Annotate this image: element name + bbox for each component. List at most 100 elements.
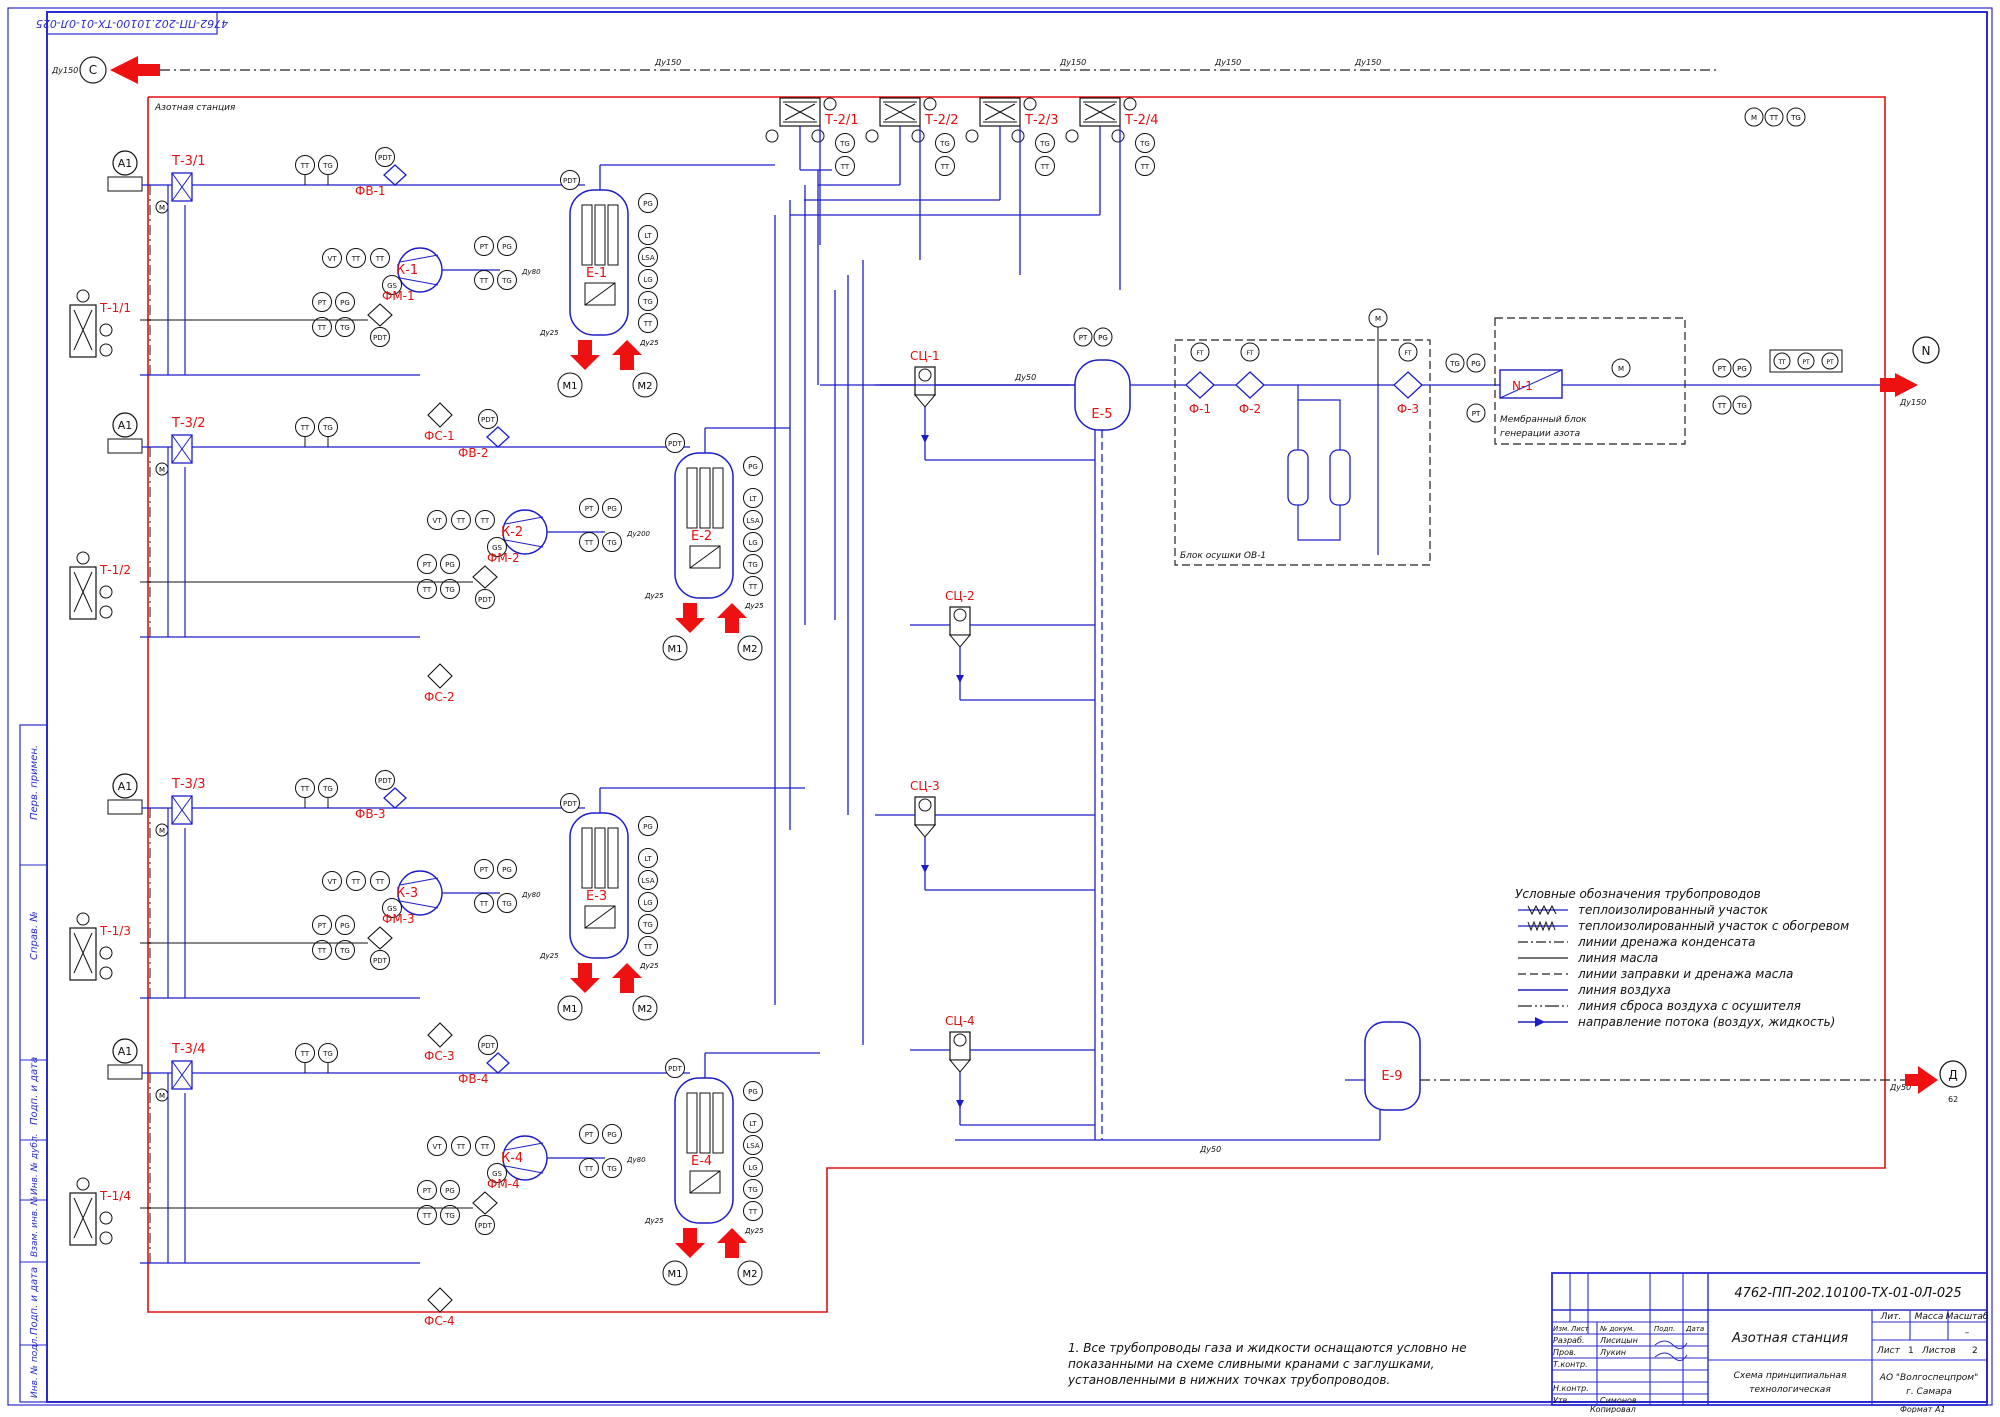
adsorber-a[interactable]: [1287, 449, 1309, 506]
pg-instrument: PG: [638, 193, 658, 213]
filter-fs-4[interactable]: [427, 1287, 453, 1313]
filter-fv-1[interactable]: [383, 164, 407, 186]
filter-fv-2[interactable]: [486, 426, 510, 448]
cooler-3-t3[interactable]: [171, 795, 193, 825]
air-cooler-t2-1[interactable]: [779, 97, 821, 127]
filter-f1[interactable]: Ф-1: [1185, 371, 1215, 416]
membrane-block-label-2: генерации азота: [1500, 429, 1580, 439]
filter-fv-label-3: ФВ-3: [355, 807, 386, 821]
stream-m2-circle[interactable]: М2: [632, 995, 658, 1021]
membrane-block-label-1: Мембранный блок: [1500, 415, 1587, 425]
svg-text:LSA: LSA: [641, 254, 654, 262]
tt-instrument: TT: [346, 248, 366, 268]
oil-cooler-t1-3[interactable]: [69, 927, 97, 981]
tt-instrument: TT: [370, 871, 390, 891]
stream-a1-circle[interactable]: А1: [112, 773, 138, 799]
n-outlet-arrow: [1895, 373, 1918, 397]
oil-filter-fm-3[interactable]: [367, 926, 393, 950]
tt-instrument: TT: [638, 313, 658, 333]
stream-m2-circle[interactable]: М2: [737, 1260, 763, 1286]
svg-text:M: M: [159, 827, 165, 835]
qt-label: M: [1751, 114, 1757, 122]
filter-fs-1[interactable]: [427, 402, 453, 428]
air-cooler-label-4: Т-2/4: [1124, 113, 1159, 128]
svg-text:PG: PG: [748, 463, 758, 471]
pg-label: PG: [1471, 360, 1481, 368]
svg-text:TG: TG: [747, 561, 758, 569]
stream-m2-circle[interactable]: М2: [632, 372, 658, 398]
svg-text:Ду25: Ду25: [639, 962, 659, 970]
svg-text:TG: TG: [322, 1050, 333, 1058]
separator-label-2: СЦ-2: [945, 589, 975, 603]
svg-text:PG: PG: [502, 866, 512, 874]
filter-f1-label: Ф-1: [1189, 402, 1211, 416]
filter-fs-label-1: ФС-1: [424, 429, 455, 443]
filter-f3[interactable]: Ф-3: [1393, 371, 1423, 416]
svg-text:PT: PT: [423, 561, 432, 569]
separator-1[interactable]: [913, 366, 937, 408]
side-stamp-dup-inv: Инв. № дубл.: [30, 1133, 40, 1195]
vessel-e-4[interactable]: [674, 1077, 734, 1224]
cooler-2-t3[interactable]: [171, 434, 193, 464]
membrane-n1[interactable]: N-1: [1499, 369, 1563, 399]
air-cooler-t2-2[interactable]: [879, 97, 921, 127]
cooler-1-t3[interactable]: [171, 172, 193, 202]
filter-f2[interactable]: Ф-2: [1235, 371, 1265, 416]
tg-instrument: TG: [335, 317, 355, 337]
air-cooler-t2-4[interactable]: [1079, 97, 1121, 127]
svg-text:TG: TG: [642, 921, 653, 929]
svg-text:TT: TT: [480, 517, 490, 525]
lt-instrument: LT: [743, 488, 763, 508]
drain-tank-e9[interactable]: Е-9: [1364, 1021, 1421, 1111]
oil-filter-fm-2[interactable]: [472, 565, 498, 589]
legend-item-4: линии заправки и дренажа масла: [1577, 967, 1793, 981]
separator-2[interactable]: [948, 606, 972, 648]
filter-fv-3[interactable]: [383, 787, 407, 809]
compressor-3[interactable]: [397, 870, 443, 916]
stream-a1-circle[interactable]: А1: [112, 412, 138, 438]
tt-instrument: TT: [312, 317, 332, 337]
stream-d-circle[interactable]: [1939, 1060, 1967, 1088]
vessel-e-1[interactable]: [569, 189, 629, 336]
stream-a1-circle[interactable]: А1: [112, 1038, 138, 1064]
stream-m1-circle[interactable]: М1: [662, 635, 688, 661]
oil-cooler-t1-4[interactable]: [69, 1192, 97, 1246]
svg-text:М2: М2: [743, 1269, 758, 1280]
svg-text:VT: VT: [327, 878, 337, 886]
vessel-e-3[interactable]: [569, 812, 629, 959]
filter-fs-label-3: ФС-3: [424, 1049, 455, 1063]
separator-3[interactable]: [913, 796, 937, 838]
filter-fs-2[interactable]: [427, 663, 453, 689]
oil-cooler-t1-1[interactable]: [69, 304, 97, 358]
vessel-label-3: Е-3: [586, 889, 607, 904]
stream-a1-circle[interactable]: А1: [112, 150, 138, 176]
oil-filter-fm-1[interactable]: [367, 303, 393, 327]
pdt-instrument: PDT: [475, 1215, 495, 1235]
stream-m1-circle[interactable]: М1: [557, 995, 583, 1021]
stream-m2-circle[interactable]: М2: [737, 635, 763, 661]
adsorber-b[interactable]: [1329, 449, 1351, 506]
filter-fv-4[interactable]: [486, 1052, 510, 1074]
pg-instrument: PG: [743, 456, 763, 476]
pt-label: PT: [1718, 365, 1727, 373]
oil-filter-fm-4[interactable]: [472, 1191, 498, 1215]
oil-cooler-t1-2[interactable]: [69, 566, 97, 620]
cooler-4-t3[interactable]: [171, 1060, 193, 1090]
pg-label: PG: [1098, 334, 1108, 342]
gs-instrument: GS: [382, 898, 402, 918]
receiver-e5[interactable]: Е-5: [1074, 359, 1131, 431]
stream-n-circle[interactable]: [1912, 336, 1940, 364]
air-cooler-t2-3[interactable]: [979, 97, 1021, 127]
svg-text:LT: LT: [644, 232, 652, 240]
stream-m1-circle[interactable]: М1: [662, 1260, 688, 1286]
stream-m1-circle[interactable]: М1: [557, 372, 583, 398]
row-name-checker: Лукин: [1599, 1348, 1626, 1357]
membrane-block-frame: [1494, 317, 1686, 445]
dryer-block-frame: [1174, 339, 1431, 566]
vessel-e-2[interactable]: [674, 452, 734, 599]
separator-4[interactable]: [948, 1031, 972, 1073]
oil-cooler-t1-label-3: Т-1/3: [99, 924, 131, 938]
svg-text:TT: TT: [456, 1143, 466, 1151]
pt-label: PT: [1472, 410, 1481, 418]
filter-fs-3[interactable]: [427, 1022, 453, 1048]
